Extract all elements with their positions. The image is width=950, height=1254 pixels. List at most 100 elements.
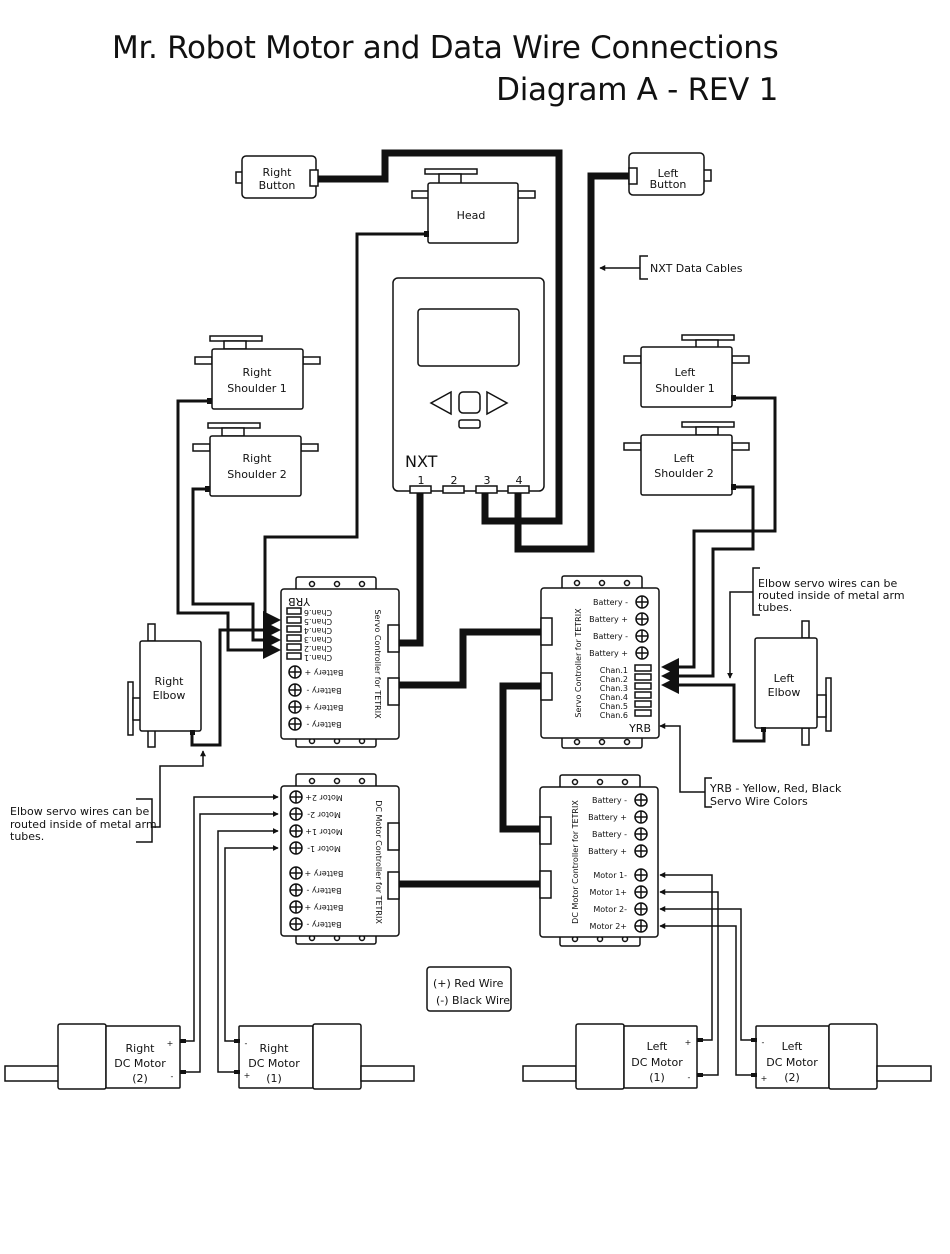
battery-label: Battery - (306, 886, 341, 895)
right-shoulder-2-label: Shoulder 2 (227, 468, 286, 481)
left-dc-motor-1: Left DC Motor (1) + - (522, 1023, 703, 1090)
chan-label: Chan.4 (600, 693, 628, 702)
servo-wires (176, 232, 777, 747)
motor-terminal-label: Motor 2- (307, 810, 341, 819)
motor-terminal-label: Motor 1- (593, 871, 627, 880)
battery-label: Battery + (589, 649, 628, 658)
battery-label: Battery - (306, 920, 341, 929)
nxt-port-2: 2 (451, 474, 458, 487)
nxt-brick: NXT 1 2 3 4 (392, 277, 545, 494)
servo-right-yrb-label: YRB (628, 722, 651, 735)
right-shoulder-2-servo: Right Shoulder 2 (192, 422, 319, 497)
chan-label: Chan.3 (304, 635, 332, 644)
elbow-note-right-text: tubes. (10, 830, 44, 843)
elbow-note-right-text: Elbow servo wires can be (10, 805, 150, 818)
dc-controller-right: DC Motor Controller for TETRIX Battery -… (539, 774, 659, 947)
battery-label: Battery - (592, 830, 627, 839)
right-shoulder-1-servo: Right Shoulder 1 (194, 335, 321, 410)
battery-label: Battery - (593, 632, 628, 641)
nxt-port-3: 3 (484, 474, 491, 487)
polarity-minus: - (171, 1072, 174, 1081)
battery-label: Battery + (588, 847, 627, 856)
servo-left-channels: Chan.6 Chan.5 Chan.4 Chan.3 Chan.2 Chan.… (286, 607, 332, 662)
right-dc-motor-1: Right DC Motor (1) - + (234, 1023, 415, 1090)
diagram-subtitle: Diagram A - REV 1 (496, 72, 778, 108)
left-shoulder-2-servo: Left Shoulder 2 (623, 421, 750, 496)
elbow-note-left: Elbow servo wires can be routed inside o… (727, 567, 905, 679)
motor-label: (1) (649, 1071, 665, 1084)
battery-label: Battery - (306, 686, 341, 695)
right-dc-motor-2: Right DC Motor (2) + - (4, 1023, 186, 1090)
chan-label: Chan.2 (304, 644, 332, 653)
dc-controller-left: DC Motor Controller for TETRIX Motor 2+ … (280, 773, 400, 945)
motor-terminal-label: Motor 1+ (590, 888, 627, 897)
left-shoulder-2-label: Left (674, 452, 695, 465)
left-shoulder-1-label: Shoulder 1 (655, 382, 714, 395)
motor-label: Left (647, 1040, 668, 1053)
battery-label: Battery - (306, 720, 341, 729)
elbow-note-right: Elbow servo wires can be routed inside o… (10, 750, 206, 843)
nxt-port-4: 4 (516, 474, 523, 487)
servo-right-channels: Chan.1 Chan.2 Chan.3 Chan.4 Chan.5 Chan.… (600, 664, 652, 720)
head-servo: Head (411, 168, 536, 244)
cable-left-button-port4 (514, 172, 631, 553)
motor-label: (2) (784, 1071, 800, 1084)
chan-label: Chan.3 (600, 684, 628, 693)
left-button-label: Left (658, 167, 679, 180)
motor-label: DC Motor (248, 1057, 300, 1070)
yrb-note-text: Servo Wire Colors (710, 795, 808, 808)
right-elbow-servo: Right Elbow (127, 623, 202, 748)
left-shoulder-1-label: Left (675, 366, 696, 379)
motor-label: DC Motor (631, 1056, 683, 1069)
servo-right-title: Servo Controller for TETRIX (574, 608, 583, 718)
polarity-plus: + (244, 1071, 251, 1080)
battery-label: Battery + (305, 703, 344, 712)
motor-label: DC Motor (114, 1057, 166, 1070)
left-button-label: Button (650, 178, 687, 191)
polarity-plus: + (167, 1039, 174, 1048)
yrb-note: YRB - Yellow, Red, Black Servo Wire Colo… (659, 723, 842, 808)
chan-label: Chan.1 (304, 653, 332, 662)
chan-label: Chan.6 (304, 608, 332, 617)
battery-label: Battery + (589, 615, 628, 624)
right-shoulder-1-label: Shoulder 1 (227, 382, 286, 395)
cable-right-button-port3 (318, 149, 563, 525)
left-elbow-label: Elbow (768, 686, 801, 699)
motor-terminal-label: Motor 2+ (590, 922, 627, 931)
battery-label: Battery + (588, 813, 627, 822)
battery-label: Battery + (305, 668, 344, 677)
nxt-label: NXT (405, 452, 438, 471)
battery-label: Battery - (592, 796, 627, 805)
nxt-data-cables-label: NXT Data Cables (650, 262, 743, 275)
cable-servo-to-dc (499, 682, 541, 833)
left-shoulder-1-servo: Left Shoulder 1 (623, 334, 750, 408)
nxt-data-cables (318, 149, 631, 888)
legend-black-wire: (-) Black Wire (436, 994, 510, 1007)
elbow-note-left-text: Elbow servo wires can be (758, 577, 898, 590)
battery-label: Battery + (305, 903, 344, 912)
chan-label: Chan.6 (600, 711, 628, 720)
left-dc-motor-2: Left DC Motor (2) - + (751, 1023, 932, 1090)
servo-left-yrb-label: YRB (288, 595, 311, 608)
battery-label: Battery + (305, 869, 344, 878)
left-elbow-label: Left (774, 672, 795, 685)
dc-motor-wires (180, 794, 757, 1076)
chan-label: Chan.4 (304, 626, 332, 635)
motor-label: (1) (266, 1072, 282, 1085)
right-elbow-label: Elbow (153, 689, 186, 702)
nxt-port-1: 1 (418, 474, 425, 487)
right-button-label: Right (263, 166, 293, 179)
chan-label: Chan.5 (304, 617, 332, 626)
polarity-plus: + (685, 1038, 692, 1047)
dc-left-title: DC Motor Controller for TETRIX (374, 800, 383, 924)
right-elbow-label: Right (155, 675, 185, 688)
motor-terminal-label: Motor 1- (307, 844, 341, 853)
chan-label: Chan.1 (600, 666, 628, 675)
elbow-note-right-text: routed inside of metal arm (10, 818, 157, 831)
servo-left-title: Servo Controller for TETRIX (373, 609, 382, 719)
left-elbow-servo: Left Elbow (754, 620, 832, 746)
motor-terminal-label: Motor 2- (593, 905, 627, 914)
left-shoulder-2-label: Shoulder 2 (654, 467, 713, 480)
motor-label: DC Motor (766, 1056, 818, 1069)
